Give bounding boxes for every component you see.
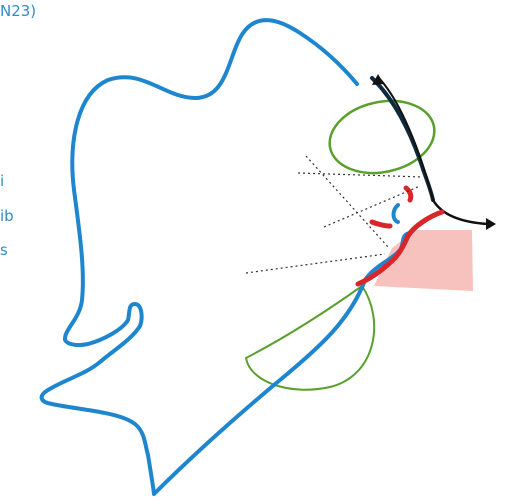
dotted-line xyxy=(297,172,424,178)
arrow-up-head xyxy=(372,74,384,85)
red-highlight-segment xyxy=(403,185,414,203)
dotted-line xyxy=(323,185,421,228)
red-highlight-segment xyxy=(369,219,393,229)
protein-backbone-outline xyxy=(39,18,412,496)
cropped-text-fragment: s xyxy=(0,241,8,259)
cropped-text-fragment: ib xyxy=(0,207,14,225)
dotted-line xyxy=(245,253,386,274)
cropped-text-fragment: i xyxy=(0,172,5,190)
arrow-right-head xyxy=(486,218,496,230)
shaded-region xyxy=(374,230,473,291)
arrow-right-line xyxy=(431,199,489,226)
dotted-line xyxy=(305,155,390,249)
green-loop-upper xyxy=(328,99,436,175)
arrow-up-line xyxy=(377,76,434,201)
cropped-text-fragment: N23) xyxy=(0,2,37,20)
green-loop-lower xyxy=(244,285,376,391)
dark-segment xyxy=(370,76,435,202)
red-highlight-segment xyxy=(355,209,445,287)
